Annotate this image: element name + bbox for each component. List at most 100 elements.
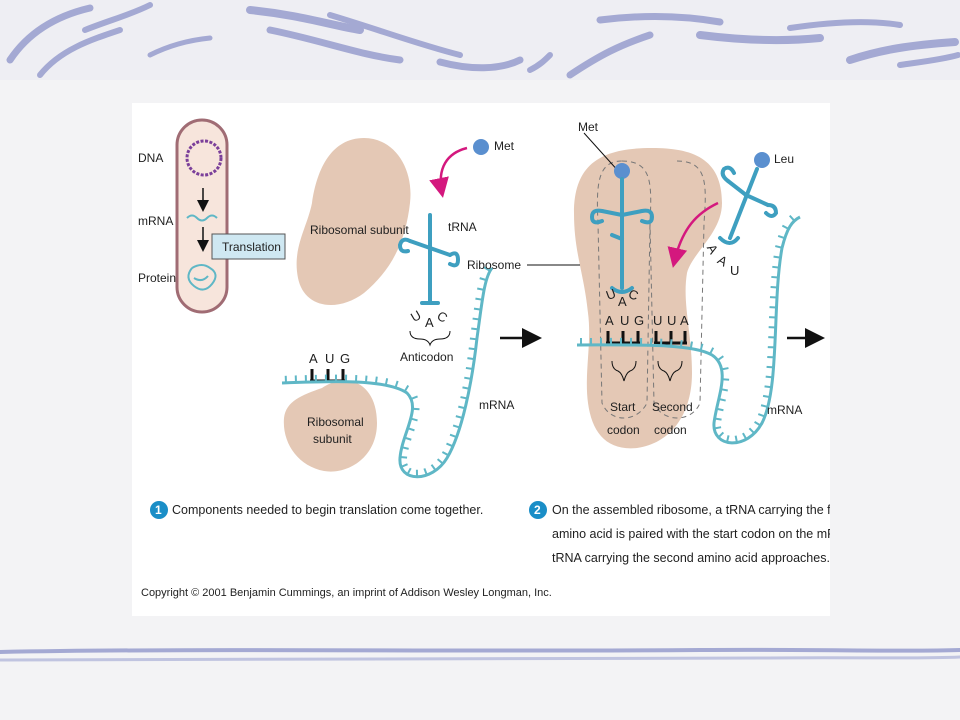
mrna-base-tick <box>394 380 399 388</box>
mrna-base-tick <box>760 404 769 408</box>
mrna-base-tick <box>407 427 415 432</box>
step-2-caption-line2: amino acid is paired with the start codo… <box>552 527 830 541</box>
mrna-base-tick <box>467 357 475 361</box>
mrna-base-tick <box>410 417 418 422</box>
mrna-base-tick <box>458 405 466 410</box>
anticodon-bases-1: U A C <box>408 307 450 330</box>
assembled-ribosome <box>574 148 722 449</box>
met-label-2: Met <box>578 120 599 134</box>
mrna-label-2: mRNA <box>767 403 802 417</box>
bottom-brushstroke-border <box>0 647 960 662</box>
svg-text:A: A <box>618 294 627 309</box>
mrna-base-tick <box>430 464 437 471</box>
mrna-base-tick <box>449 433 457 438</box>
mrna-base-tick <box>669 339 673 347</box>
svg-text:A: A <box>704 242 721 257</box>
mrna-base-tick <box>464 376 472 380</box>
codon-bases-1: A U G <box>309 351 350 366</box>
start-codon-brace <box>611 360 637 382</box>
mrna-ticks-1 <box>284 266 491 477</box>
mrna-base-tick <box>455 415 463 419</box>
cell-diagram <box>175 118 286 314</box>
mrna-base-tick <box>754 421 762 427</box>
svg-text:U: U <box>325 351 334 366</box>
dna-label: DNA <box>138 151 163 165</box>
mrna-ticks-2 <box>579 214 796 443</box>
ribosome-sites <box>596 160 706 419</box>
mrna-base-tick <box>452 424 461 429</box>
trna-1 <box>397 213 461 305</box>
leu-label: Leu <box>774 152 794 166</box>
mrna-base-tick <box>748 427 756 434</box>
mrna-base-tick <box>404 436 412 441</box>
mrna-cell-label: mRNA <box>138 214 173 228</box>
svg-text:G: G <box>340 351 350 366</box>
mrna-base-tick <box>473 307 482 311</box>
second-codon-label-line2: codon <box>654 423 687 437</box>
mrna-base-tick <box>771 275 779 279</box>
mrna-base-tick <box>374 376 378 384</box>
large-ribosomal-subunit <box>296 138 411 305</box>
mrna-base-tick <box>742 432 748 440</box>
step-1-number: 1 <box>155 503 162 517</box>
mrna-base-tick <box>717 355 724 362</box>
trna-2 <box>589 177 655 294</box>
mrna-base-tick <box>689 341 693 349</box>
mrna-base-tick <box>765 375 773 379</box>
mrna-base-tick <box>773 255 781 259</box>
svg-text:G: G <box>634 313 644 328</box>
step-2-number: 2 <box>534 503 541 517</box>
mrna-base-tick <box>720 388 728 392</box>
mrna-base-tick <box>475 297 483 301</box>
step-2-badge <box>529 501 547 519</box>
mrna-label-1: mRNA <box>479 398 514 412</box>
svg-text:A: A <box>425 315 434 330</box>
mrna-base-tick <box>718 398 726 402</box>
small-ribosomal-subunit <box>283 380 377 472</box>
mrna-base-tick <box>364 375 368 383</box>
svg-text:U: U <box>408 307 424 325</box>
step-1-caption: Components needed to begin translation c… <box>172 503 483 517</box>
copyright-notice: Copyright © 2001 Benjamin Cummings, an i… <box>141 587 552 599</box>
small-subunit-label-line2: subunit <box>313 432 352 446</box>
svg-text:A: A <box>605 313 614 328</box>
magenta-arrow-2 <box>667 201 719 268</box>
mrna-base-tick <box>483 266 491 272</box>
svg-text:U: U <box>667 313 676 328</box>
protein-label: Protein <box>138 271 176 285</box>
mrna-base-tick <box>423 468 428 476</box>
magenta-arrow-1 <box>429 146 468 198</box>
met-label-1: Met <box>494 139 515 153</box>
mrna-base-tick <box>762 394 771 399</box>
svg-text:U: U <box>730 263 739 278</box>
mrna-base-tick <box>734 435 738 443</box>
mrna-base-tick <box>477 287 485 291</box>
mrna-base-tick <box>468 347 476 351</box>
mrna-base-tick <box>441 451 450 457</box>
top-brushstroke-border <box>6 2 960 79</box>
anticodon-bases-3: A A U <box>704 242 739 278</box>
mrna-base-tick <box>777 234 786 240</box>
mrna-strand-1 <box>281 267 494 479</box>
mrna-base-tick <box>479 277 487 282</box>
second-codon-brace <box>657 360 683 382</box>
translation-label: Translation <box>222 240 281 254</box>
codon-bases-2: A U G U U A <box>605 313 689 328</box>
svg-text:A: A <box>715 252 730 269</box>
svg-text:C: C <box>435 308 451 326</box>
met-amino-acid-1 <box>473 139 489 155</box>
mrna-base-tick <box>679 340 683 348</box>
mrna-strand-2 <box>576 215 801 445</box>
mrna-base-tick <box>716 407 724 412</box>
met-amino-acid-2 <box>614 163 630 179</box>
mrna-base-tick <box>699 343 704 351</box>
mrna-base-tick <box>709 347 715 355</box>
mrna-base-tick <box>410 395 418 400</box>
protein-shape <box>187 264 217 291</box>
svg-text:U: U <box>620 313 629 328</box>
mrna-base-tick <box>726 435 730 443</box>
small-subunit-label-line1: Ribosomal <box>307 415 364 429</box>
svg-text:A: A <box>309 351 318 366</box>
start-codon-label-line2: codon <box>607 423 640 437</box>
mrna-base-tick <box>399 456 408 459</box>
